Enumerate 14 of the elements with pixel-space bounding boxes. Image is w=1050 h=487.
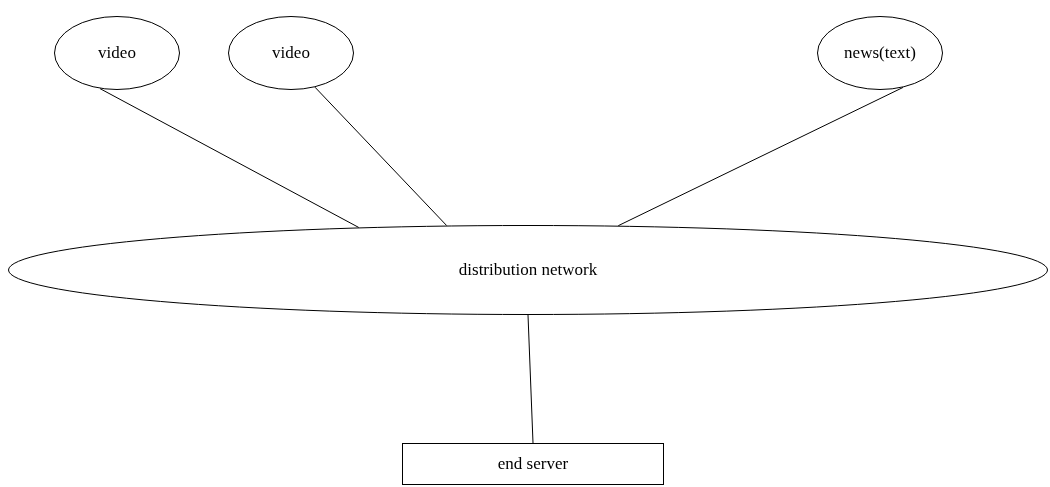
connector-line: [314, 86, 448, 227]
node-label: video: [272, 42, 310, 65]
ellipse-node: [228, 16, 354, 90]
server-box: [402, 443, 664, 485]
connector-line: [527, 314, 534, 444]
node-label: video: [98, 42, 136, 65]
ellipse-node: [817, 16, 943, 90]
node-label: news(text): [844, 42, 916, 65]
node-label: end server: [497, 453, 569, 476]
ellipse-node: [8, 225, 1048, 315]
connector-line: [99, 88, 360, 228]
connector-line: [617, 86, 904, 227]
ellipse-node: [54, 16, 180, 90]
node-label: distribution network: [458, 259, 598, 282]
